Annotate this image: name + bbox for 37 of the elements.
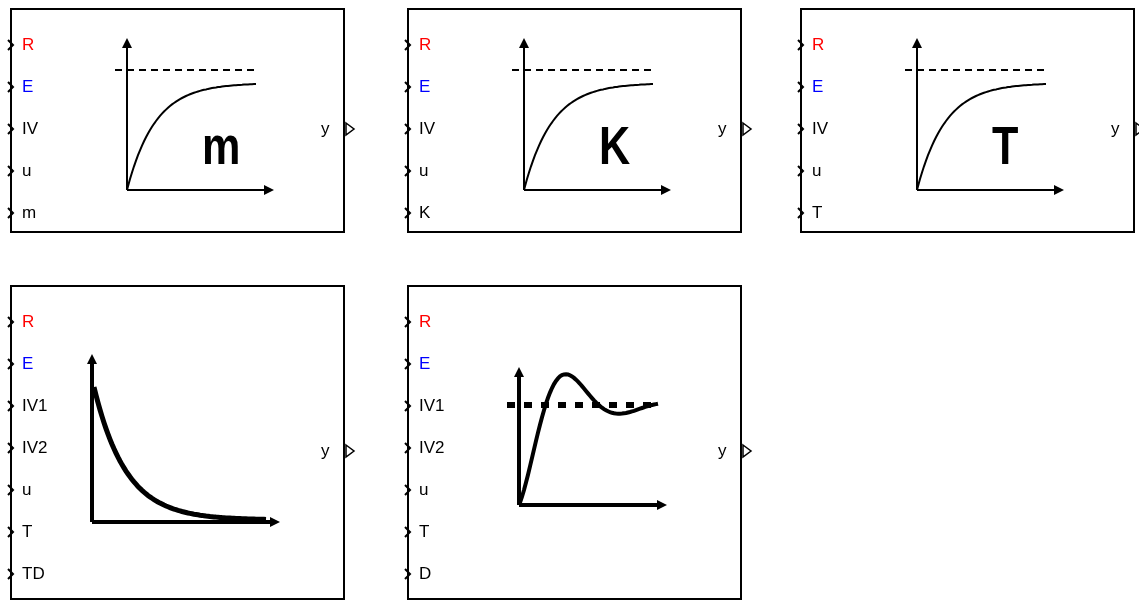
port-label: R xyxy=(419,312,432,332)
port-label: D xyxy=(419,564,432,584)
parameter-letter: T xyxy=(992,118,1019,172)
port-label: T xyxy=(812,203,823,223)
port-label: IV2 xyxy=(419,438,445,458)
port-label: E xyxy=(419,77,431,97)
port-label: u xyxy=(812,161,822,181)
port-label: m xyxy=(22,203,37,223)
port-label: T xyxy=(419,522,430,542)
port-label: E xyxy=(812,77,824,97)
port-label: E xyxy=(22,354,34,374)
port-label: E xyxy=(22,77,34,97)
port-label: u xyxy=(22,161,32,181)
port-label: T xyxy=(22,522,33,542)
port-label: IV1 xyxy=(22,396,48,416)
port-label: IV1 xyxy=(419,396,445,416)
port-label: y xyxy=(321,440,330,461)
port-label: R xyxy=(22,312,35,332)
port-label: IV xyxy=(22,119,39,139)
parameter-letter: m xyxy=(202,118,241,172)
port-label: R xyxy=(419,35,432,55)
port-label: TD xyxy=(22,564,45,584)
port-label: R xyxy=(22,35,35,55)
port-label: IV xyxy=(419,119,436,139)
port-label: u xyxy=(22,480,32,500)
port-label: R xyxy=(812,35,825,55)
port-label: y xyxy=(1111,118,1120,139)
port-label: y xyxy=(718,118,727,139)
port-label: E xyxy=(419,354,431,374)
parameter-letter: K xyxy=(599,118,631,172)
port-label: y xyxy=(321,118,330,139)
port-label: u xyxy=(419,161,429,181)
port-label: K xyxy=(419,203,431,223)
port-label: IV xyxy=(812,119,829,139)
port-label: IV2 xyxy=(22,438,48,458)
port-label: y xyxy=(718,440,727,461)
port-label: u xyxy=(419,480,429,500)
